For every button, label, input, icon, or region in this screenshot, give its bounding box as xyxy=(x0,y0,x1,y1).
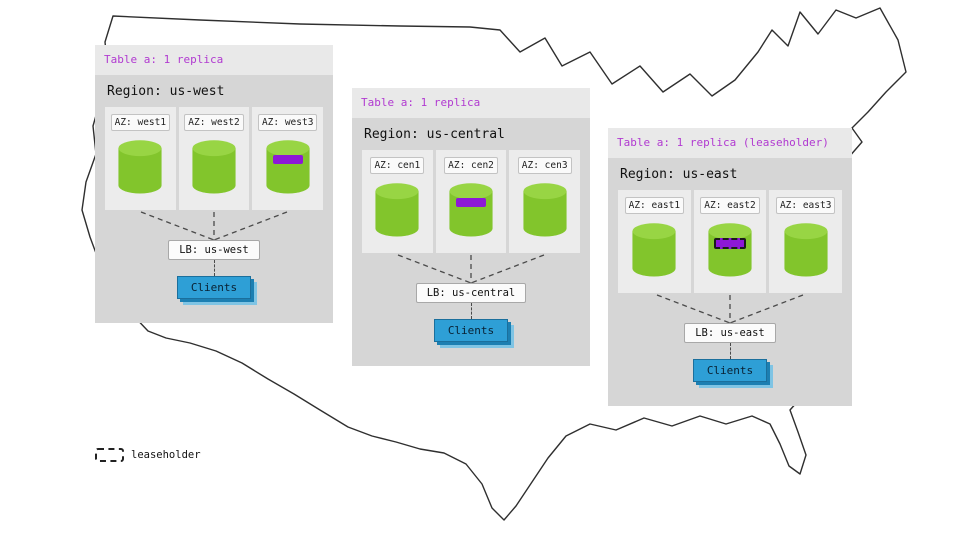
az-row: AZ: east1 AZ: east2 AZ: east3 xyxy=(618,190,843,293)
database-cylinder xyxy=(191,138,237,200)
az-cell-cen2: AZ: cen2 xyxy=(435,150,507,253)
legend: leaseholder xyxy=(95,448,201,462)
region-body: Region: us-east AZ: east1 AZ: east2 AZ: … xyxy=(608,158,852,406)
leaseholder-replica-stripe xyxy=(714,238,746,249)
az-label: AZ: cen3 xyxy=(517,157,572,174)
legend-label: leaseholder xyxy=(131,449,201,461)
table-replica-header: Table a: 1 replica xyxy=(352,88,590,118)
az-row: AZ: west1 AZ: west2 AZ: west3 xyxy=(105,107,324,210)
az-label: AZ: west2 xyxy=(184,114,244,131)
clients-connector-line xyxy=(470,303,472,319)
database-cylinder xyxy=(117,138,163,200)
az-cell-east2: AZ: east2 xyxy=(693,190,767,293)
database-cylinder xyxy=(707,221,753,283)
az-cell-cen3: AZ: cen3 xyxy=(509,150,581,253)
region-panel-us-central: Table a: 1 replica Region: us-central AZ… xyxy=(352,88,590,366)
az-label: AZ: cen2 xyxy=(444,157,498,174)
region-panel-us-west: Table a: 1 replica Region: us-west AZ: w… xyxy=(95,45,333,323)
database-cylinder xyxy=(783,221,829,283)
az-label: AZ: west1 xyxy=(110,114,171,131)
clients-connector-line xyxy=(729,343,731,359)
az-cell-east3: AZ: east3 xyxy=(769,190,843,293)
az-cell-east1: AZ: east1 xyxy=(618,190,691,293)
az-cell-cen1: AZ: cen1 xyxy=(362,150,433,253)
region-body: Region: us-central AZ: cen1 AZ: cen2 AZ:… xyxy=(352,118,590,366)
lb-connector-lines xyxy=(140,211,288,240)
lb-connector-lines xyxy=(397,254,545,283)
region-title: Region: us-central xyxy=(364,127,505,142)
region-title: Region: us-east xyxy=(620,167,738,182)
az-label: AZ: cen1 xyxy=(370,157,425,174)
clients-box: Clients xyxy=(692,359,768,382)
lb-connector-lines xyxy=(656,294,804,323)
az-label: AZ: west3 xyxy=(257,114,318,131)
clients-connector-line xyxy=(213,260,215,276)
clients-box: Clients xyxy=(433,319,509,342)
load-balancer: LB: us-central xyxy=(415,283,527,303)
table-replica-header: Table a: 1 replica xyxy=(95,45,333,75)
az-cell-west2: AZ: west2 xyxy=(178,107,250,210)
database-cylinder xyxy=(374,181,420,243)
az-cell-west3: AZ: west3 xyxy=(252,107,324,210)
load-balancer: LB: us-west xyxy=(168,240,260,260)
az-row: AZ: cen1 AZ: cen2 AZ: cen3 xyxy=(362,150,581,253)
region-body: Region: us-west AZ: west1 AZ: west2 AZ: … xyxy=(95,75,333,323)
load-balancer: LB: us-east xyxy=(684,323,776,343)
database-cylinder xyxy=(265,138,311,200)
database-cylinder xyxy=(522,181,568,243)
region-title: Region: us-west xyxy=(107,84,225,99)
database-cylinder xyxy=(631,221,677,283)
region-panel-us-east: Table a: 1 replica (leaseholder) Region:… xyxy=(608,128,852,406)
az-label: AZ: east3 xyxy=(775,197,836,214)
replica-stripe xyxy=(456,198,486,207)
az-label: AZ: east2 xyxy=(700,197,760,214)
leaseholder-swatch-icon xyxy=(95,448,124,462)
az-label: AZ: east1 xyxy=(624,197,685,214)
az-cell-west1: AZ: west1 xyxy=(105,107,176,210)
database-cylinder xyxy=(448,181,494,243)
replica-stripe xyxy=(272,155,303,164)
clients-box: Clients xyxy=(176,276,252,299)
table-replica-header: Table a: 1 replica (leaseholder) xyxy=(608,128,852,158)
